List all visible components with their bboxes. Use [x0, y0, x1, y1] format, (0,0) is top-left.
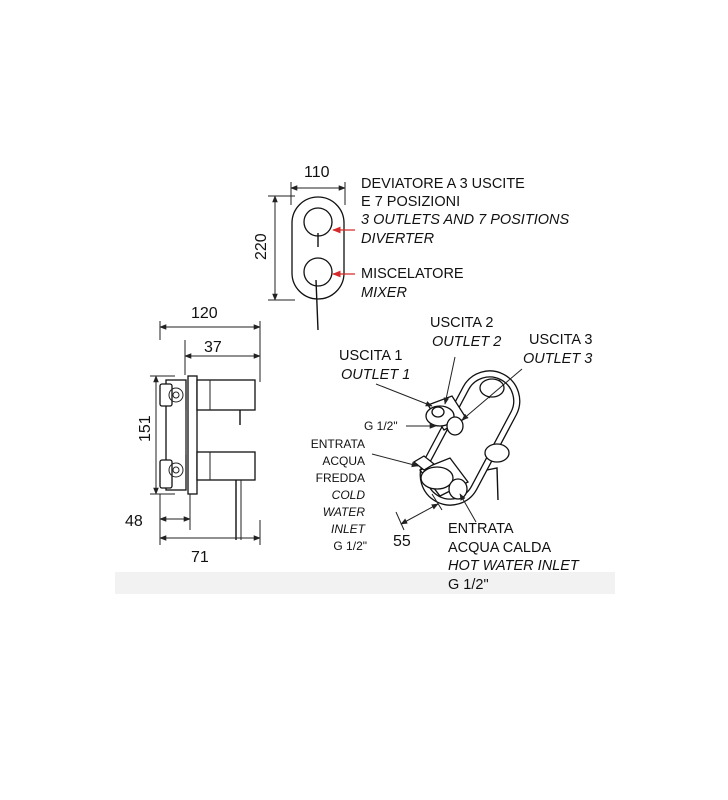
side-dim-48: 48	[125, 513, 143, 530]
iso-view: 55 USCITA 1 OUTLET 1 USCITA 2 OUTLET 2 U…	[311, 315, 593, 593]
cold-inlet-1: ENTRATA	[311, 437, 365, 451]
hot-inlet-4: G 1/2"	[448, 577, 489, 593]
cold-inlet-2: ACQUA	[322, 454, 365, 468]
cold-inlet-4: COLD	[332, 488, 366, 502]
side-plate	[187, 375, 198, 495]
side-dim-37: 37	[204, 339, 222, 356]
front-height-dim: 220	[253, 233, 270, 260]
side-diverter-knob	[196, 379, 256, 411]
outlet3-it: USCITA 3	[529, 332, 592, 348]
hot-inlet-3: HOT WATER INLET	[448, 558, 580, 574]
outlet2-it: USCITA 2	[430, 315, 493, 331]
ground-shadow	[115, 572, 615, 594]
hot-inlet-2: ACQUA CALDA	[448, 540, 551, 556]
hot-inlet-1: ENTRATA	[448, 521, 514, 537]
mixer-label-en: MIXER	[361, 285, 407, 301]
diverter-label-it-1: DEVIATORE A 3 USCITE	[361, 176, 525, 192]
diverter-knob	[303, 207, 333, 237]
side-dim-151: 151	[137, 415, 154, 442]
outlet3-en: OUTLET 3	[523, 351, 592, 367]
side-mixer-knob	[196, 451, 256, 481]
outlet1-it: USCITA 1	[339, 348, 402, 364]
side-depth-dim: 120	[191, 305, 218, 322]
front-width-dim: 110	[304, 164, 330, 181]
cold-inlet-6: INLET	[331, 522, 367, 536]
mixer-label-it: MISCELATORE	[361, 266, 464, 282]
diverter-label-en-1: 3 OUTLETS AND 7 POSITIONS	[361, 212, 569, 228]
outlet1-en: OUTLET 1	[341, 367, 410, 383]
cold-inlet-5: WATER	[323, 505, 366, 519]
mixer-knob	[303, 257, 333, 287]
front-view: 110 220 DEVIATORE A 3 USCITE E 7 POSIZIO…	[253, 164, 569, 331]
cold-inlet-3: FREDDA	[316, 471, 365, 485]
outlet2-en: OUTLET 2	[432, 334, 501, 350]
thread-label: G 1/2"	[364, 419, 398, 433]
diverter-label-it-2: E 7 POSIZIONI	[361, 194, 460, 210]
side-view: 120 37 151 48	[125, 305, 261, 566]
cold-inlet-7: G 1/2"	[333, 539, 367, 553]
diverter-label-en-2: DIVERTER	[361, 231, 435, 247]
side-dim-71: 71	[191, 549, 209, 566]
iso-dim-55: 55	[393, 533, 411, 550]
